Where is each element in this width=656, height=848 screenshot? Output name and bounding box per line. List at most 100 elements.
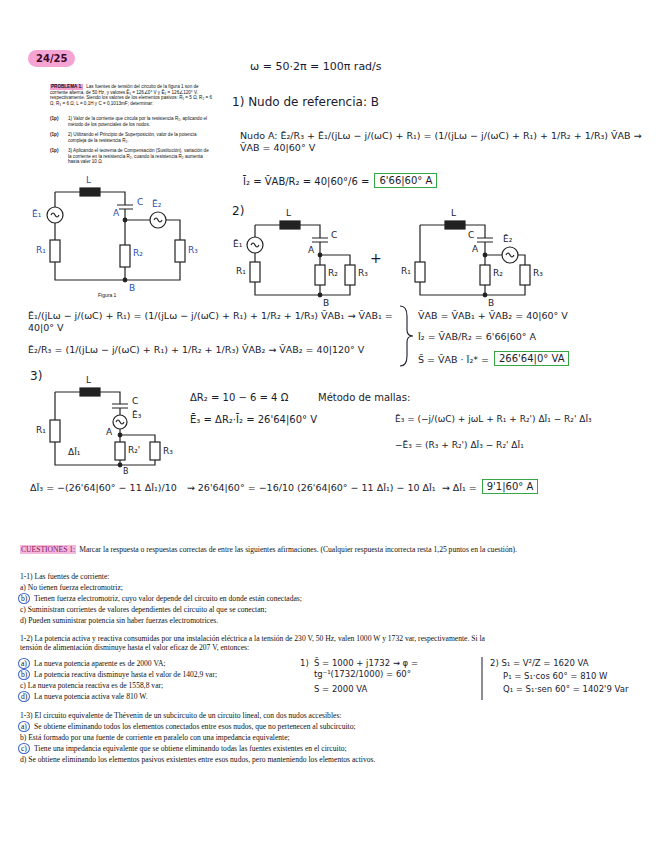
problem-text: Figura 1 [98, 292, 116, 298]
question-text: Se obtiene eliminando todos los elemento… [34, 722, 634, 731]
circuit-label: A [113, 208, 119, 219]
handwritten-note: Ē₂/R₃ = (1/(jLω − j/(ωC) + R₁) + 1/R₂ + … [28, 344, 398, 356]
box-text: d) [21, 692, 27, 701]
separator-line [482, 657, 483, 700]
problem-text: 2) Utilizando el Principio de Superposic… [68, 132, 212, 143]
circuit-superposition-2 [415, 221, 530, 297]
circuit-superposition-1 [255, 225, 350, 295]
circuit-superposition-1 [318, 253, 322, 257]
question-text: La nueva potencia activa vale 810 W. [34, 692, 284, 701]
circuit-superposition-1 [315, 265, 325, 285]
circuit-figure-1 [123, 218, 127, 222]
circuit-superposition-1 [247, 237, 263, 253]
circuit-compensation [115, 442, 125, 460]
circuit-label: C [468, 230, 474, 241]
question-text: Tiene una impedancia equivalente que se … [34, 744, 634, 753]
handwritten-note: Ī₂ = V̄AB/R₂ = 40|60°/6 = [243, 176, 369, 189]
question-text: c) Suministran corrientes de valores dep… [20, 605, 620, 614]
circuit-figure-1 [51, 213, 59, 217]
circuit-figure-1 [80, 188, 100, 196]
handwritten-note: ΔĪ₃ = −(26'64|60° − 11 ΔĪ₁)/10 [30, 482, 177, 494]
circuit-superposition-1 [318, 293, 322, 297]
circuit-compensation [50, 420, 60, 442]
box-text: 24/25 [36, 53, 67, 64]
handwritten-note: + [370, 250, 382, 268]
question-text: 1-2) La potencia activa y reactiva consu… [20, 634, 490, 653]
question-text: d) Pueden suministrar potencia sin haber… [20, 616, 620, 625]
circuit-label: R₁ [36, 245, 46, 256]
circuit-label: L [86, 375, 91, 386]
box-text: b) [21, 594, 27, 603]
circuit-label: Ē₃ [132, 410, 141, 421]
circuit-label: Ē₁ [32, 209, 41, 220]
circuit-label: B [323, 298, 329, 309]
circuit-compensation [55, 392, 155, 465]
box-text: 266'64|0° VA [499, 353, 565, 364]
circuit-superposition-2 [415, 262, 425, 282]
circled-answer: d) [18, 691, 30, 702]
circuit-label: C [137, 197, 143, 208]
handwritten-note: ΔR₂ = 10 − 6 = 4 Ω [190, 392, 288, 405]
question-text: b) Está formado por una fuente de corrie… [20, 733, 635, 742]
circuit-label: L [86, 175, 91, 186]
circuit-label: A [106, 427, 112, 438]
handwritten-note: Ī₂ = V̄AB/R₂ = 6'66|60° A [418, 331, 536, 343]
problem-text: (1p) [50, 132, 58, 138]
circuit-superposition-2 [506, 253, 514, 257]
box-text: PROBLEMA 1. [51, 84, 82, 89]
circuit-compensation [80, 388, 100, 396]
circuit-superposition-1 [345, 265, 355, 285]
handwritten-note: S = 2000 VA [314, 684, 367, 695]
result-box: 6'66|60° A [374, 173, 437, 188]
circuit-figure-1 [123, 278, 127, 282]
handwritten-note: Ē₁/(jLω − j/(ωC) + R₁) = (1/(jLω − j/(ωC… [28, 310, 398, 334]
circuit-label: ΔĪ₁ [68, 447, 80, 458]
handwritten-note: 1) [300, 658, 309, 669]
box-text: a) [21, 722, 27, 731]
separator-line [482, 657, 483, 700]
handwritten-note: Método de mallas: [318, 392, 410, 405]
circuit-superposition-2 [483, 293, 487, 297]
brace [400, 306, 413, 366]
handwritten-note: Ē₃ = (−j/(ωC) + jωL + R₁ + R₂') ΔĪ₁ − R₂… [395, 414, 640, 425]
question-text: 1-3) El circuito equivalente de Thévenin… [20, 711, 635, 720]
circuit-label: B [488, 298, 494, 309]
question-text: La nueva potencia aparente es de 2000 VA… [34, 659, 284, 668]
circuit-label: R₂ [493, 268, 503, 279]
circuit-superposition-1 [250, 262, 260, 282]
score-badge: 24/25 [28, 50, 75, 67]
handwritten-note: Ē₃ = ΔR₂·Ī₂ = 26'64|60° V [190, 414, 317, 427]
box-text: 6'66|60° A [379, 175, 432, 186]
circuit-label: R₂' [128, 445, 140, 456]
problem-text: 3) Aplicando el teorema de Compensación … [68, 148, 212, 165]
handwritten-note: 3) [30, 369, 42, 384]
handwritten-note: S̄ = V̄AB · Ī₂* = [418, 354, 489, 366]
handwritten-note: ⇝ 26'64|60° = −16/10 (26'64|60° − 11 ΔĪ₁… [187, 482, 436, 494]
circuit-label: Ē₂ [152, 199, 161, 210]
circled-answer: c) [18, 743, 30, 754]
circuit-compensation [118, 433, 122, 437]
circuit-label: B [129, 283, 135, 294]
handwritten-note: ω = 50·2π = 100π rad/s [250, 60, 382, 74]
circuit-superposition-1 [251, 243, 259, 247]
handwritten-note: S̄ = 1000 + j1732 ⇝ φ = tg⁻¹(1732/1000) … [314, 658, 479, 679]
circuit-label: A [472, 244, 478, 255]
circuit-superposition-2 [420, 225, 525, 295]
question-text: a) No tienen fuerza electromotriz; [20, 583, 620, 592]
circled-answer: b) [18, 593, 30, 604]
question-text: Tienen fuerza electromotriz, cuyo valor … [34, 594, 634, 603]
problem-text: (1p) [50, 116, 58, 122]
box-text: c) [21, 744, 27, 753]
circuit-label: C [132, 396, 138, 407]
circled-answer: a) [18, 658, 30, 669]
circuit-figure-1 [47, 188, 185, 282]
circled-answer: a) [18, 721, 30, 732]
box-text: 9'1|60° A [487, 481, 534, 492]
circuit-figure-1 [154, 218, 162, 222]
circuit-compensation [118, 463, 122, 467]
circuit-label: R₁ [36, 425, 46, 436]
circuit-label: R₁ [401, 266, 411, 277]
circuit-compensation [150, 442, 160, 460]
box-text: CUESTIONES 1: [21, 545, 75, 554]
box-text: b) [21, 670, 27, 679]
